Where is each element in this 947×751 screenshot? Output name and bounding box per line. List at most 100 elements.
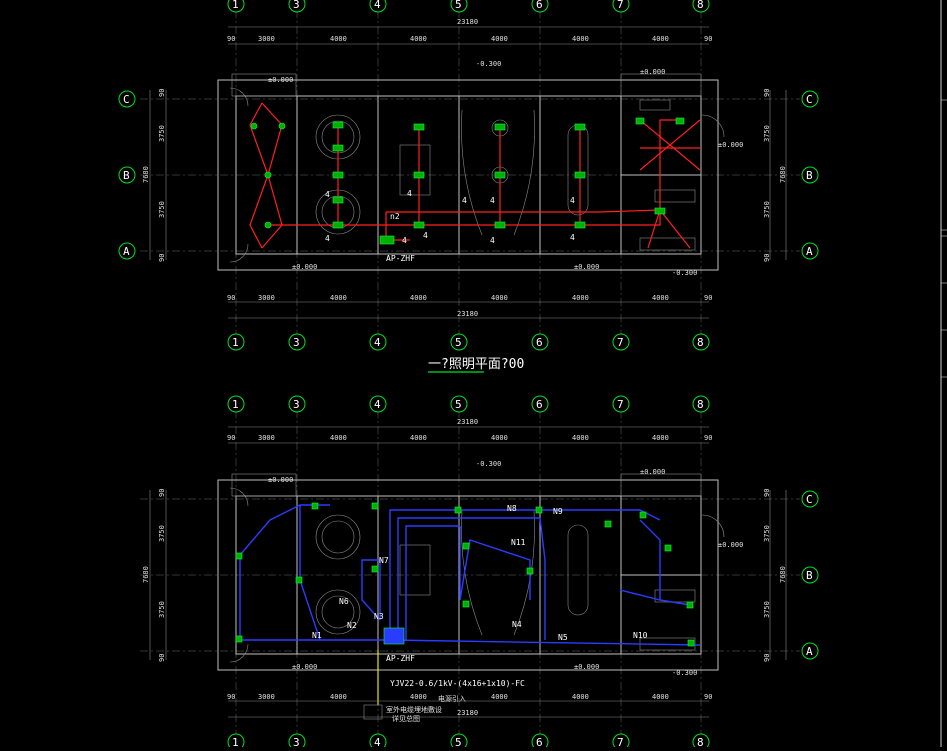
svg-text:4000: 4000	[491, 693, 508, 701]
circuit-label: N2	[347, 621, 357, 630]
upper-side-dimensions: 90 3750 3750 90 7680 90 3750 3750 90 768…	[142, 89, 787, 262]
svg-text:90: 90	[704, 294, 712, 302]
svg-text:6: 6	[536, 736, 543, 747]
upper-labels: n2 AP-ZHF 4 4 4 4 4 4 4 4 4 4 ±0.000 -0.…	[268, 60, 743, 277]
svg-text:6: 6	[536, 336, 543, 349]
axis-label: 1	[232, 0, 239, 11]
svg-text:23180: 23180	[457, 310, 478, 318]
outdoor-cable-note: 室外电缆埋地敷设	[386, 705, 442, 714]
svg-text:8: 8	[697, 398, 704, 411]
svg-text:23180: 23180	[457, 709, 478, 717]
dim-margin: 90	[227, 35, 235, 43]
lower-top-dimensions: 23180 90 3000 4000 4000 4000 4000 4000 9…	[227, 418, 712, 444]
axis-label: 6	[536, 0, 543, 11]
svg-text:90: 90	[763, 254, 771, 262]
svg-text:90: 90	[158, 254, 166, 262]
dim-margin: 90	[704, 35, 712, 43]
lower-building-outline	[217, 473, 725, 671]
power-entry-note: 电源引入	[438, 694, 466, 703]
upper-plan-title: 一?照明平面?00	[428, 357, 524, 372]
svg-text:3000: 3000	[258, 294, 275, 302]
circuit-label: N7	[379, 556, 389, 565]
svg-text:3750: 3750	[158, 525, 166, 542]
lower-feeder-cable	[363, 650, 383, 720]
svg-text:8: 8	[697, 336, 704, 349]
circuit-label: N6	[339, 597, 349, 606]
svg-text:3000: 3000	[258, 693, 275, 701]
lower-labels: N1 N2 N3 N4 N5 N6 N7 N8 N9 N10 N11 AP-ZH…	[268, 460, 743, 723]
svg-text:4000: 4000	[572, 294, 589, 302]
svg-text:B: B	[806, 569, 813, 582]
svg-text:90: 90	[763, 489, 771, 497]
svg-text:4000: 4000	[572, 434, 589, 442]
svg-text:7680: 7680	[142, 566, 150, 583]
svg-text:3750: 3750	[158, 201, 166, 218]
axis-label: 4	[374, 0, 381, 11]
svg-text:4000: 4000	[330, 294, 347, 302]
dim-span: 4000	[410, 35, 427, 43]
circuit-label: N5	[558, 633, 568, 642]
axis-label: 5	[455, 0, 462, 11]
svg-text:4000: 4000	[491, 434, 508, 442]
svg-text:23180: 23180	[457, 418, 478, 426]
svg-text:4000: 4000	[652, 693, 669, 701]
svg-text:8: 8	[697, 736, 704, 747]
svg-text:C: C	[123, 93, 130, 106]
dim-span: 4000	[652, 35, 669, 43]
circuit-label: N11	[511, 538, 526, 547]
svg-text:±0.000: ±0.000	[574, 663, 599, 671]
axis-label: 7	[617, 0, 624, 11]
svg-text:4000: 4000	[410, 294, 427, 302]
dim-span: 4000	[491, 35, 508, 43]
lower-side-axis-bubbles: C B A	[801, 490, 819, 660]
svg-text:±0.000: ±0.000	[718, 541, 743, 549]
svg-text:7680: 7680	[142, 166, 150, 183]
svg-text:1: 1	[232, 336, 239, 349]
svg-text:4: 4	[374, 736, 381, 747]
svg-text:90: 90	[704, 693, 712, 701]
svg-text:4: 4	[407, 189, 412, 198]
svg-text:4: 4	[423, 231, 428, 240]
dim-overall: 23180	[457, 18, 478, 26]
svg-text:4: 4	[570, 196, 575, 205]
svg-text:90: 90	[763, 654, 771, 662]
svg-text:3750: 3750	[763, 601, 771, 618]
svg-text:-0.300: -0.300	[672, 269, 697, 277]
svg-text:90: 90	[158, 489, 166, 497]
svg-text:3: 3	[293, 398, 300, 411]
circuit-label: N10	[633, 631, 648, 640]
svg-text:4000: 4000	[652, 434, 669, 442]
svg-text:3750: 3750	[763, 125, 771, 142]
svg-text:4: 4	[462, 196, 467, 205]
svg-text:3750: 3750	[763, 525, 771, 542]
svg-text:90: 90	[158, 89, 166, 97]
svg-text:5: 5	[455, 336, 462, 349]
upper-building-outline	[217, 73, 725, 271]
svg-text:A: A	[806, 645, 813, 658]
lower-bottom-dimensions: 90 3000 4000 4000 4000 4000 4000 90 2318…	[227, 693, 712, 718]
svg-text:B: B	[806, 169, 813, 182]
svg-text:A: A	[123, 245, 130, 258]
svg-text:6: 6	[536, 398, 543, 411]
circuit-label: N8	[507, 504, 517, 513]
svg-text:3: 3	[293, 336, 300, 349]
svg-text:5: 5	[455, 398, 462, 411]
title-block-edge	[940, 0, 947, 747]
svg-text:4: 4	[325, 234, 330, 243]
upper-bottom-dimensions: 90 3000 4000 4000 4000 4000 4000 90 2318…	[227, 294, 712, 319]
upper-top-dimensions: 23180 90 3000 4000 4000 4000 4000 4000 9…	[227, 18, 712, 45]
svg-text:4: 4	[374, 398, 381, 411]
svg-text:3750: 3750	[763, 201, 771, 218]
svg-text:4: 4	[490, 236, 495, 245]
dim-span: 3000	[258, 35, 275, 43]
upper-side-axis-bubbles: C B A C B A	[118, 90, 819, 260]
upper-lighting-circuits	[249, 102, 701, 249]
svg-text:-0.300: -0.300	[672, 669, 697, 677]
svg-text:±0.000: ±0.000	[574, 263, 599, 271]
lower-top-axis-bubbles: 1 3 4 5 6 7 8	[227, 395, 710, 413]
svg-text:4000: 4000	[410, 434, 427, 442]
svg-text:4: 4	[490, 196, 495, 205]
svg-text:1: 1	[232, 398, 239, 411]
